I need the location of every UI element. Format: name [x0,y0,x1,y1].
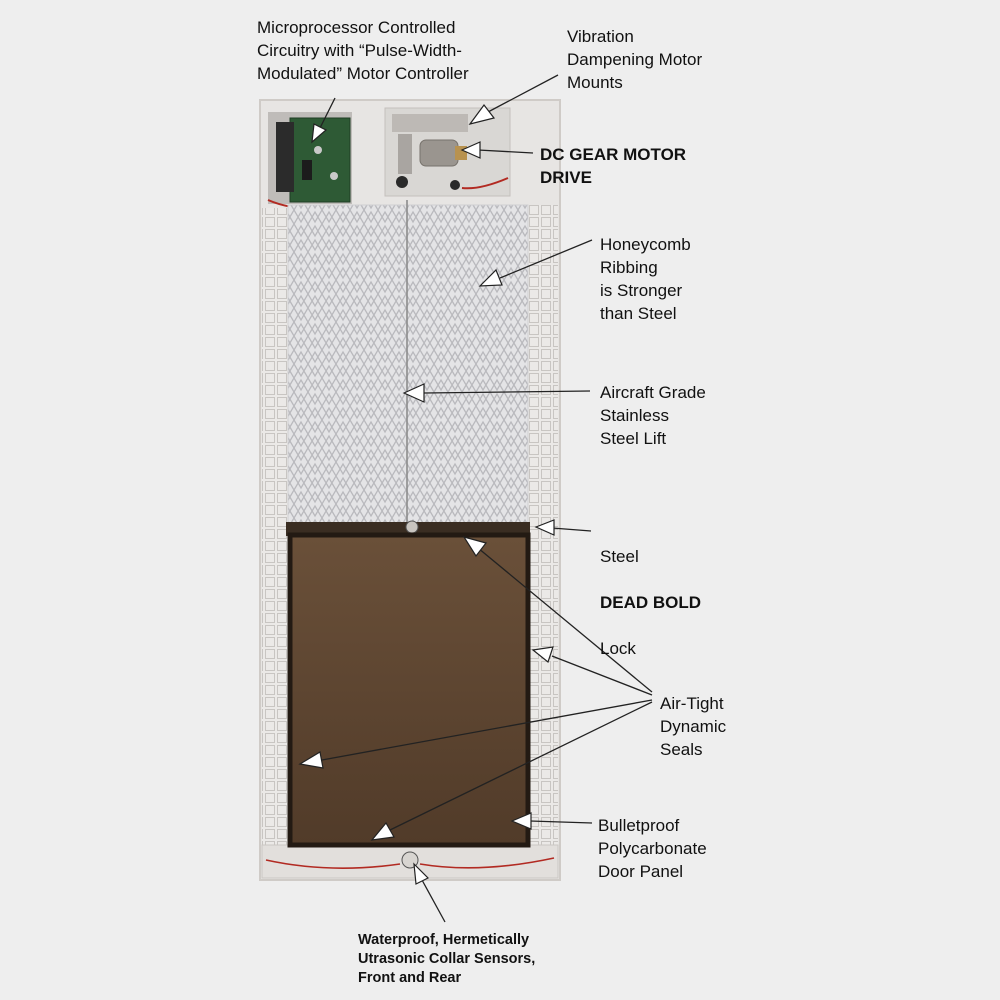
label-steel-lock: Steel DEAD BOLD Lock [600,522,701,660]
circuit-board [268,112,352,209]
label-microprocessor: Microprocessor Controlled Circuitry with… [257,16,469,85]
door-panel [290,535,528,845]
label-steel-lock-line2: DEAD BOLD [600,593,701,612]
honeycomb-panel [288,200,528,525]
label-bulletproof-panel: Bulletproof Polycarbonate Door Panel [598,814,707,883]
label-aircraft-lift: Aircraft Grade Stainless Steel Lift [600,381,706,450]
motor-housing [385,108,510,196]
label-vibration-mounts: Vibration Dampening Motor Mounts [567,25,702,94]
label-waterproof-sensors: Waterproof, Hermetically Utrasonic Colla… [358,931,535,988]
label-steel-lock-line3: Lock [600,639,636,658]
label-steel-lock-line1: Steel [600,547,639,566]
label-dc-gear-motor: DC GEAR MOTOR DRIVE [540,143,686,189]
label-air-tight-seals: Air-Tight Dynamic Seals [660,692,726,761]
label-honeycomb: Honeycomb Ribbing is Stronger than Steel [600,233,691,325]
